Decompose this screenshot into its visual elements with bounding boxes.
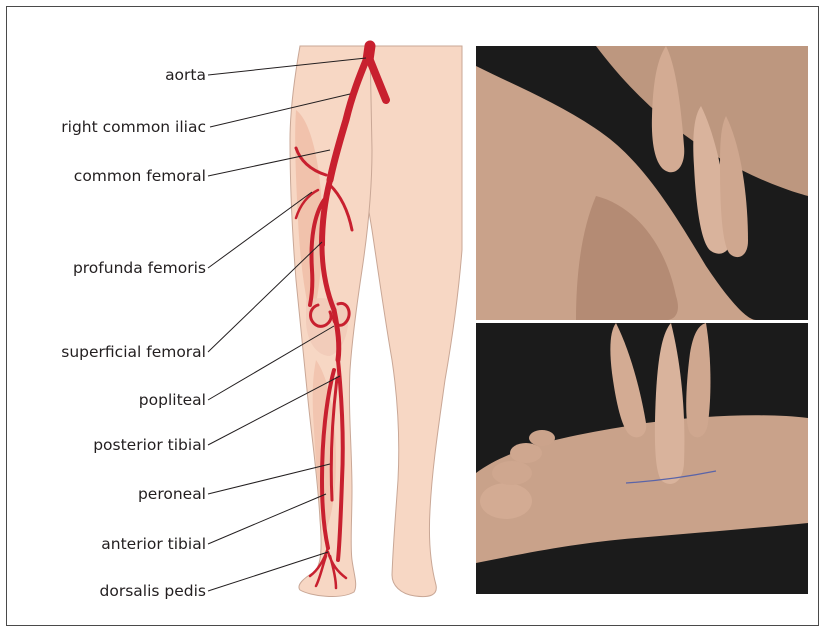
toe-2 xyxy=(492,461,532,485)
body-silhouette xyxy=(290,46,462,597)
toe-3 xyxy=(510,443,542,463)
leader-peroneal xyxy=(208,464,330,494)
leader-anterior-tibial xyxy=(208,494,326,544)
photo-dorsalis-pedis-palpation xyxy=(476,323,808,594)
big-toe xyxy=(480,483,532,519)
photo-top-drawing xyxy=(476,46,808,320)
photo-posterior-tibial-palpation xyxy=(476,46,808,320)
photo-bottom-drawing xyxy=(476,323,808,594)
toe-4 xyxy=(529,430,555,446)
